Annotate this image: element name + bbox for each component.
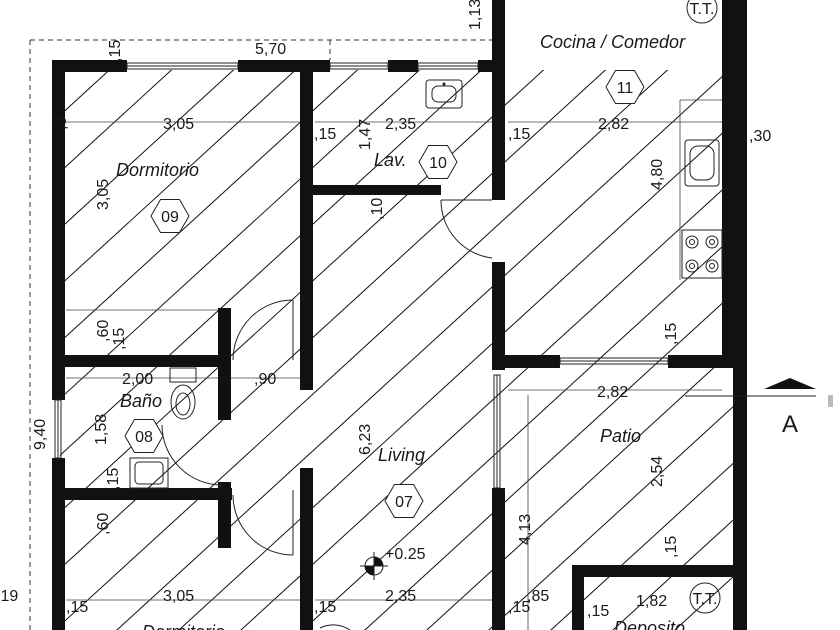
room-name-bano: Baño bbox=[120, 391, 162, 411]
dim-15h: ,15 bbox=[314, 599, 336, 616]
room-tag-number-cocina: 11 bbox=[617, 80, 634, 97]
dim-235a: 2,35 bbox=[385, 116, 416, 133]
section-marker: A bbox=[685, 378, 816, 438]
dim-15a: ,15 bbox=[314, 126, 336, 143]
dim-15e: ,15 bbox=[663, 323, 680, 345]
dim-top-570: 5,70 bbox=[255, 41, 286, 58]
section-arrow-icon bbox=[764, 378, 816, 389]
laundry-sink-icon bbox=[425, 79, 463, 109]
dim-254: 2,54 bbox=[649, 456, 666, 487]
dim-15d: ,15 bbox=[105, 468, 122, 490]
tt-circle-bottom bbox=[689, 582, 721, 614]
dim-200: 2,00 bbox=[122, 371, 153, 388]
dimension-labels: 1,13 5,70 ,15 ,5 3,05 3,05 ,15 1,47 2,35… bbox=[0, 0, 771, 620]
dim-305v: 3,05 bbox=[95, 179, 112, 210]
dim-85: ,85 bbox=[527, 588, 549, 605]
section-label: A bbox=[782, 411, 798, 438]
dim-305a: 3,05 bbox=[163, 116, 194, 133]
dim-182: 1,82 bbox=[636, 593, 667, 610]
dim-15j: ,15 bbox=[587, 603, 609, 620]
dim-30: ,30 bbox=[749, 128, 771, 145]
room-tag-hexagon-living bbox=[384, 484, 424, 518]
room-tag-hexagon-bano bbox=[124, 419, 164, 453]
dim-15i: ,15 bbox=[508, 599, 530, 616]
dim-90: ,90 bbox=[254, 371, 276, 388]
dim-282a: 2,82 bbox=[598, 116, 629, 133]
room-tag-number-bano: 08 bbox=[135, 429, 153, 446]
room-name-dormitorio-2: Dormitorio bbox=[142, 622, 225, 630]
dim-10: ,10 bbox=[369, 198, 386, 220]
bath-sink-icon bbox=[129, 457, 169, 489]
dim-15c: ,15 bbox=[111, 328, 128, 350]
room-name-lav: Lav. bbox=[374, 150, 407, 170]
dim-15b: ,15 bbox=[508, 126, 530, 143]
dim-60b: ,60 bbox=[95, 513, 112, 535]
room-tag-hexagon-lav bbox=[418, 145, 458, 179]
tt-label-bottom: T.T. bbox=[693, 591, 718, 608]
level-label: +0.25 bbox=[385, 546, 426, 563]
room-tag-number-lav: 10 bbox=[429, 155, 447, 172]
dim-940: 9,40 bbox=[32, 419, 49, 450]
room-tag-hexagon-cocina bbox=[605, 70, 645, 104]
lot-boundary-line bbox=[29, 39, 500, 630]
room-tag-number-dorm1: 09 bbox=[161, 209, 179, 226]
guide-lines bbox=[66, 99, 722, 630]
room-labels: Cocina / Comedor Lav. Dormitorio Baño Li… bbox=[116, 32, 686, 630]
dim-235b: 2,35 bbox=[385, 588, 416, 605]
kitchen-sink-icon bbox=[684, 139, 720, 187]
walls bbox=[52, 0, 747, 630]
room-name-patio: Patio bbox=[600, 426, 641, 446]
tt-markers: T.T. T.T. bbox=[686, 0, 721, 614]
fixtures bbox=[129, 79, 723, 489]
dim-19: ,19 bbox=[0, 588, 18, 605]
scrollbar-thumb[interactable] bbox=[828, 395, 833, 407]
room-name-deposito: Deposito bbox=[614, 618, 685, 630]
toilet-icon bbox=[169, 367, 197, 420]
level-marker: +0.25 bbox=[360, 546, 426, 580]
room-tags: 11 10 09 08 07 bbox=[124, 70, 645, 518]
room-name-living: Living bbox=[378, 445, 425, 465]
dim-147: 1,47 bbox=[357, 119, 374, 150]
dim-15g: ,15 bbox=[66, 599, 88, 616]
dim-15f: ,15 bbox=[663, 536, 680, 558]
dim-305b: 3,05 bbox=[163, 588, 194, 605]
tt-circle-top bbox=[686, 0, 718, 24]
room-name-cocina: Cocina / Comedor bbox=[540, 32, 686, 52]
dim-left-5: ,5 bbox=[53, 117, 70, 130]
stove-icon bbox=[681, 229, 723, 279]
dim-158: 1,58 bbox=[93, 414, 110, 445]
room-name-dormitorio-1: Dormitorio bbox=[116, 160, 199, 180]
dim-282b: 2,82 bbox=[597, 384, 628, 401]
room-tag-hexagon-dorm1 bbox=[150, 199, 190, 233]
doors bbox=[161, 199, 493, 630]
dim-480: 4,80 bbox=[649, 159, 666, 190]
windows bbox=[54, 62, 669, 489]
dim-623: 6,23 bbox=[357, 424, 374, 455]
room-tag-number-living: 07 bbox=[395, 494, 413, 511]
dim-left-15a: ,15 bbox=[107, 40, 124, 62]
dim-top-113: 1,13 bbox=[467, 0, 484, 30]
tt-label-top: T.T. bbox=[690, 1, 715, 18]
dim-60a: ,60 bbox=[95, 320, 112, 342]
dim-413: 4,13 bbox=[517, 514, 534, 545]
